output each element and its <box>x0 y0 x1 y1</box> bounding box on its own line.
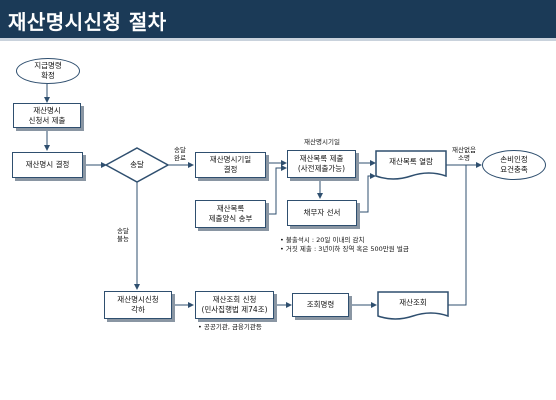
note-sanction-2: • 거짓 제출 : 3년이하 징역 혹은 500만원 벌금 <box>280 245 409 253</box>
node-inquiry: 재산조회 <box>399 298 427 307</box>
node-set-date: 재산명시기일 결정 <box>195 152 266 178</box>
node-reject: 재산명시신청 각하 <box>104 291 172 319</box>
title-bar: 재산명시신청 절차 <box>0 0 556 38</box>
node-decision: 재산명시 결정 <box>12 152 83 178</box>
node-inquiry-apply: 재산조회 신청 (민사집행법 제74조) <box>195 291 274 319</box>
inquiry-doc-shape <box>377 291 449 320</box>
note-sanction-1: • 불출석시 : 20일 이내의 감치 <box>280 236 365 244</box>
inspect-doc-shape <box>375 150 447 180</box>
arrow-inquiry-recognize <box>448 165 467 306</box>
title-underline <box>0 38 556 41</box>
arrow-oath-inspect <box>357 173 376 213</box>
arrow-form-submit <box>266 165 287 215</box>
node-apply: 재산명시 신청서 제출 <box>13 103 81 128</box>
label-not-delivered: 송달 불능 <box>117 227 129 243</box>
node-recognize: 손비인정 요건충족 <box>482 150 546 180</box>
node-form-send: 재산목록 제출양식 송부 <box>195 200 266 228</box>
label-explain: 재산없음 소명 <box>452 146 476 162</box>
node-inquiry-order: 조회명령 <box>292 293 349 317</box>
label-hearing-date: 재산명시기일 <box>304 138 340 146</box>
label-delivered: 송달 완료 <box>174 146 186 162</box>
node-delivery-label: 송달 <box>130 160 144 169</box>
note-agencies: • 공공기관, 금융기관등 <box>198 323 262 331</box>
node-start: 지급명령 확정 <box>16 58 80 84</box>
node-submit-list: 재산목록 제출 (사전제출가능) <box>287 150 356 178</box>
node-inspect: 재산목록 열람 <box>389 157 433 166</box>
delivery-diamond <box>104 147 170 183</box>
page-title: 재산명시신청 절차 <box>8 10 167 34</box>
node-oath: 채무자 선서 <box>287 200 357 226</box>
